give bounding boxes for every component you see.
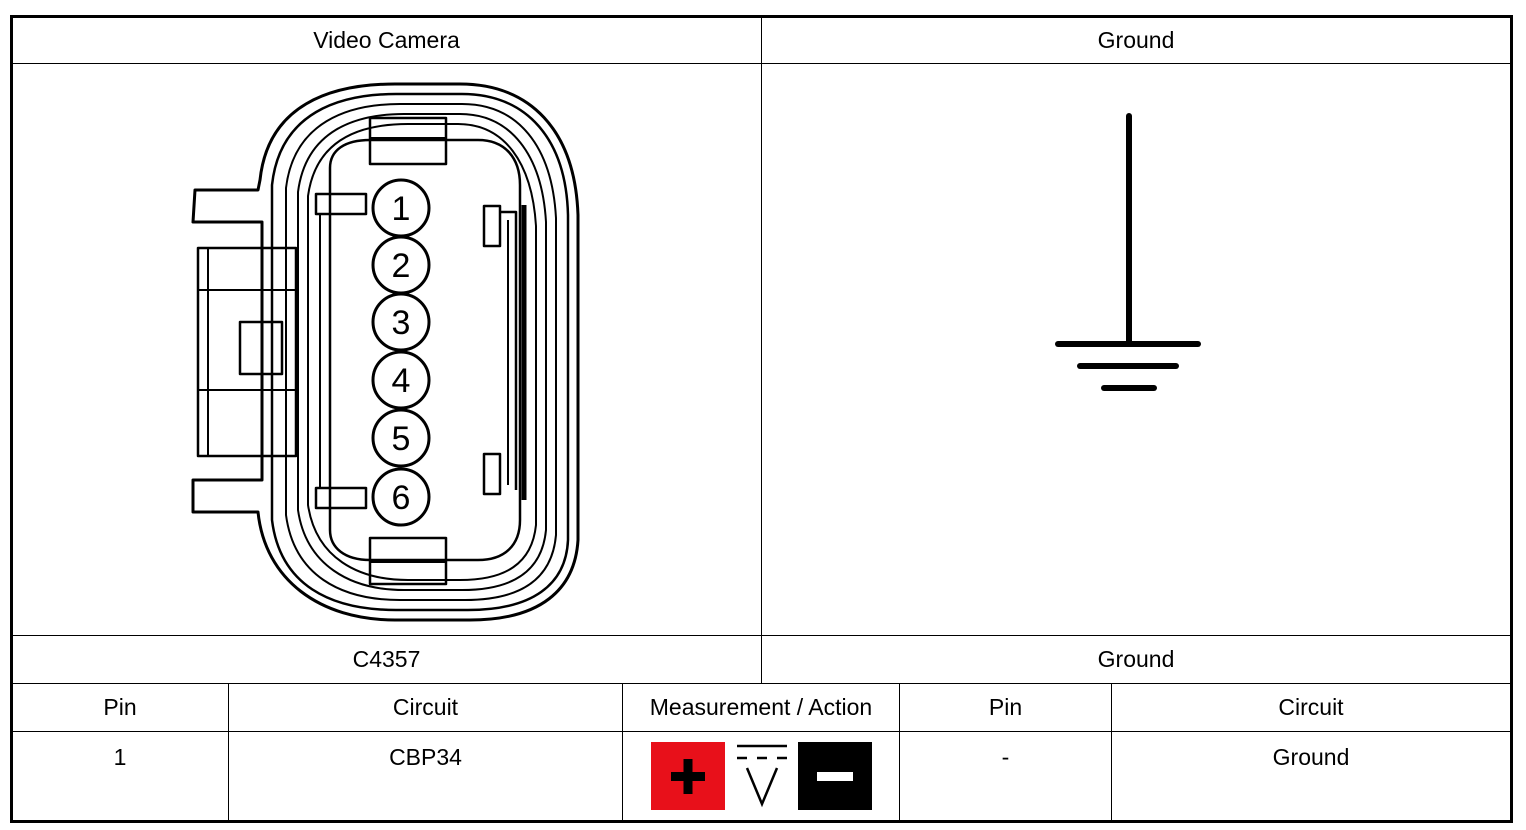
top-latch xyxy=(368,116,448,166)
connector-outer-shell xyxy=(191,82,580,622)
row-circuit-2: Ground xyxy=(1272,744,1350,770)
left-connector-label: C4357 xyxy=(352,646,421,672)
svg-text:1: 1 xyxy=(392,190,411,228)
divider xyxy=(1111,683,1112,820)
ground-symbol-icon xyxy=(1055,113,1201,391)
dc-voltage-icon xyxy=(737,744,787,808)
svg-text:3: 3 xyxy=(392,304,411,342)
connector-shell-inner-line xyxy=(270,92,570,612)
divider xyxy=(761,17,762,684)
connector-face-diagram xyxy=(191,82,580,622)
svg-text:4: 4 xyxy=(392,362,411,400)
row-pin: 1 xyxy=(113,744,127,770)
negative-probe-icon xyxy=(798,742,872,810)
pin-5: 5 xyxy=(371,408,431,468)
divider xyxy=(622,683,623,820)
svg-text:2: 2 xyxy=(392,247,411,285)
column-header-circuit: Circuit xyxy=(392,694,459,720)
wiring-table-frame xyxy=(10,15,1513,823)
pin-1: 1 xyxy=(371,178,431,238)
measurement-action-cell xyxy=(623,732,899,820)
column-header-pin: Pin xyxy=(103,694,137,720)
svg-text:6: 6 xyxy=(392,479,411,517)
row-pin-2: - xyxy=(1001,744,1010,770)
pin-cavity xyxy=(328,138,522,562)
pin-6: 6 xyxy=(371,467,431,527)
column-header-pin-2: Pin xyxy=(988,694,1023,720)
divider xyxy=(12,731,1510,732)
right-connector-label: Ground xyxy=(1097,646,1175,672)
right-panel-title: Ground xyxy=(1097,27,1175,53)
svg-text:5: 5 xyxy=(392,420,411,458)
pin-2: 2 xyxy=(371,235,431,295)
column-header-measurement: Measurement / Action xyxy=(649,694,873,720)
lock-housing xyxy=(196,246,298,458)
divider xyxy=(899,683,900,820)
pin-numbers: 1 2 3 4 5 6 xyxy=(371,178,431,527)
pin-3: 3 xyxy=(371,292,431,352)
column-header-circuit-2: Circuit xyxy=(1278,694,1344,720)
positive-probe-icon xyxy=(651,742,725,810)
divider xyxy=(228,683,229,820)
row-circuit: CBP34 xyxy=(389,744,462,770)
left-panel-title: Video Camera xyxy=(313,27,460,53)
pin-4: 4 xyxy=(371,350,431,410)
